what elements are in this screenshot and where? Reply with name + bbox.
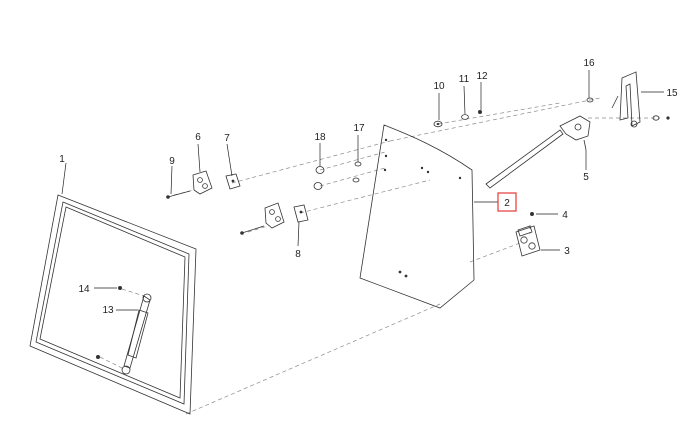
callout-18[interactable]: 18	[314, 132, 326, 143]
gas-strut	[121, 293, 152, 375]
callout-10[interactable]: 10	[433, 81, 445, 92]
callout-11[interactable]: 11	[459, 74, 470, 85]
hinge-block-lower	[264, 202, 285, 229]
callout-13[interactable]: 13	[102, 305, 114, 316]
callout-8[interactable]: 8	[295, 249, 301, 260]
washer-11	[461, 114, 469, 120]
screw-12	[478, 110, 482, 114]
callout-3[interactable]: 3	[564, 246, 570, 257]
callout-12[interactable]: 12	[476, 71, 488, 82]
callout-1[interactable]: 1	[59, 154, 65, 165]
callout-16[interactable]: 16	[583, 58, 595, 69]
callout-14[interactable]: 14	[78, 284, 90, 295]
callout-9[interactable]: 9	[169, 156, 175, 167]
callout-4[interactable]: 4	[562, 210, 568, 221]
washer-16	[586, 97, 594, 103]
glass-panel	[359, 124, 475, 309]
washer-17	[352, 161, 362, 183]
hinge-block-upper	[192, 170, 213, 195]
latch-screw	[530, 212, 534, 216]
handle-bracket	[611, 71, 641, 128]
end-washers	[652, 115, 670, 121]
assembly-dash-lines	[99, 97, 660, 415]
callout-labels: 1 2 3 4 5 6 7 8 9 10 11 12 13 14 15 16 1…	[59, 58, 678, 316]
strut-screw	[96, 286, 122, 359]
callout-7[interactable]: 7	[224, 133, 230, 144]
window-frame-seal	[29, 194, 197, 415]
bracket-upper	[225, 173, 241, 190]
wiper-arm	[485, 115, 591, 189]
washer-10	[433, 120, 443, 128]
callout-17[interactable]: 17	[353, 123, 365, 134]
leader-lines	[61, 70, 664, 311]
callout-5[interactable]: 5	[583, 172, 589, 183]
callout-6[interactable]: 6	[195, 132, 201, 143]
callout-2[interactable]: 2	[504, 198, 510, 209]
callout-15[interactable]: 15	[666, 88, 678, 99]
latch-assembly	[515, 225, 541, 257]
hinge-bolt	[166, 190, 265, 235]
bracket-lower	[293, 204, 309, 223]
knob	[313, 166, 325, 190]
callout-2-highlight-box	[497, 192, 517, 212]
